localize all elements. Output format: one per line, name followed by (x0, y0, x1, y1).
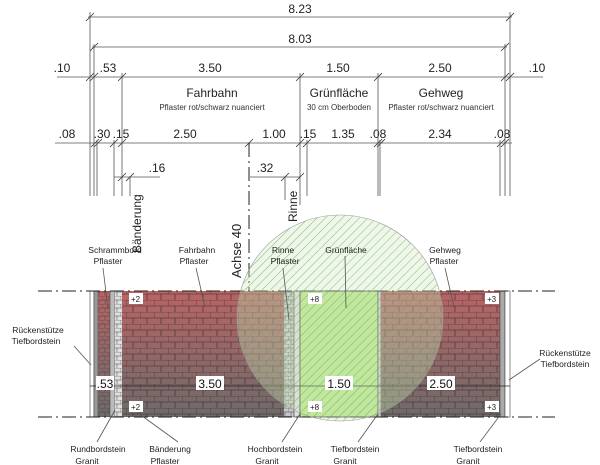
callout-label: Tiefbordstein (331, 444, 380, 454)
zone-gehweg-sub: Pflaster rot/schwarz nuanciert (388, 103, 494, 112)
zone-fahrbahn-sub: Pflaster rot/schwarz nuanciert (159, 103, 265, 112)
callout-label: Tiefbordstein (12, 336, 61, 346)
dimension-row-detail: .08 .30 .15 2.50 1.00 .15 1.35 .08 2.34 … (55, 12, 512, 205)
level-tag: +8 (310, 403, 320, 412)
level-tag: +2 (131, 403, 141, 412)
callout-label: Granit (255, 456, 279, 465)
dim-label: 1.35 (331, 127, 355, 141)
zone-fahrbahn-title: Fahrbahn (186, 86, 237, 100)
zone-gehweg-title: Gehweg (419, 86, 464, 100)
level-tag: +2 (131, 295, 141, 304)
dim-label: .15 (300, 127, 317, 141)
plan-width-labels: .53 3.50 1.50 2.50 (96, 376, 455, 391)
dim-label: 2.34 (428, 127, 452, 141)
dim-label: 2.50 (428, 61, 452, 75)
plan-width: 2.50 (429, 377, 453, 391)
dim-label: .15 (113, 127, 130, 141)
callout-label: Pflaster (430, 256, 459, 266)
callout-label: Pflaster (180, 256, 209, 266)
callout-label: Granit (456, 456, 480, 465)
callout-label: Tiefbordstein (541, 359, 590, 369)
callout-label: Granit (333, 456, 357, 465)
callouts-bottom: Rundbordstein Granit Bänderung Pflaster … (70, 409, 503, 465)
dim-label: .32 (257, 161, 274, 175)
level-tag: +3 (487, 403, 497, 412)
callout-label: Pflaster (151, 456, 180, 465)
dim-label: .16 (149, 161, 166, 175)
dim-label: .10 (529, 61, 546, 75)
level-tag: +3 (487, 295, 497, 304)
dim-8-03: 8.03 (288, 32, 312, 46)
callout-label: Grünfläche (325, 245, 367, 255)
callouts-top: Schrammbord Pflaster Fahrbahn Pflaster R… (88, 245, 461, 321)
callout-label: Pflaster (94, 256, 123, 266)
label-baenderung: Bänderung (130, 194, 144, 253)
dim-label: .53 (100, 61, 117, 75)
callout-label: Schrammbord (88, 245, 142, 255)
label-rinne: Rinne (286, 190, 300, 222)
callouts-side: Rückenstütze Tiefbordstein Rückenstütze … (12, 325, 591, 381)
plan-width: 1.50 (327, 377, 351, 391)
plan-width: .53 (97, 377, 114, 391)
callout-label: Fahrbahn (179, 245, 216, 255)
zone-gruenflaeche-sub: 30 cm Oberboden (307, 103, 371, 112)
callout-label: Rückenstütze (12, 325, 64, 335)
callout-label: Bänderung (149, 444, 191, 454)
plan-view (38, 214, 555, 422)
dimension-baenderung: .16 Bänderung (114, 161, 166, 253)
callout-label: Hochbordstein (248, 444, 303, 454)
callout-label: Pflaster (271, 256, 300, 266)
dim-label: 3.50 (198, 61, 222, 75)
callout-label: Rinne (272, 245, 294, 255)
callout-label: Rückenstütze (539, 348, 591, 358)
dim-label: .10 (54, 61, 71, 75)
dim-label: .08 (59, 127, 76, 141)
dim-label: 2.50 (173, 127, 197, 141)
plan-width: 3.50 (198, 377, 222, 391)
label-achse: Achse 40 (229, 224, 244, 278)
callout-label: Gehweg (429, 245, 461, 255)
dimension-overall: 8.23 8.03 (85, 2, 515, 52)
callout-label: Tiefbordstein (454, 444, 503, 454)
dim-label: .30 (94, 127, 111, 141)
dim-label: 1.00 (262, 127, 286, 141)
dim-label: .08 (494, 127, 511, 141)
dimension-rinne: .32 Rinne (250, 161, 305, 222)
level-tags: +2 +2 +8 +8 +3 +3 (129, 293, 499, 412)
level-tag: +8 (310, 295, 320, 304)
dim-8-23: 8.23 (288, 2, 312, 16)
callout-label: Granit (75, 456, 99, 465)
zone-gruenflaeche-title: Grünfläche (310, 86, 369, 100)
tree-canopy (236, 214, 444, 422)
callout-label: Rundbordstein (70, 444, 126, 454)
axis-line: Achse 40 (229, 143, 250, 292)
dim-label: 1.50 (326, 61, 350, 75)
